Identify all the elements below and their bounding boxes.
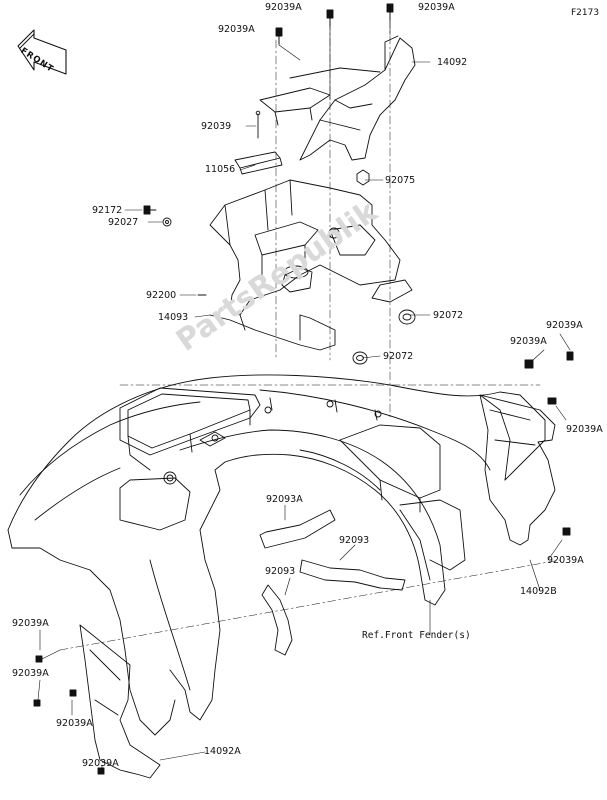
cover-14092b <box>479 351 574 546</box>
callout-92093-left: 92093 <box>265 566 296 577</box>
callout-92072-lower: 92072 <box>383 351 414 362</box>
front-arrow-icon <box>17 29 67 75</box>
front-fender-body <box>7 374 546 736</box>
callout-92039a-top-right: 92039A <box>418 2 455 13</box>
callout-92093a: 92093A <box>266 494 303 505</box>
figure-code: F2173 <box>571 8 600 18</box>
callout-14092: 14092 <box>437 57 468 68</box>
callout-11056: 11056 <box>205 164 236 175</box>
callout-92039a-top-mid: 92039A <box>265 2 302 13</box>
storage-box <box>119 387 261 471</box>
callout-ref-front-fender: Ref.Front Fender(s) <box>362 630 471 641</box>
hoses <box>259 509 406 656</box>
callout-92039a-left-1: 92039A <box>12 618 49 629</box>
inner-fender <box>119 424 466 721</box>
cover-14092 <box>259 35 416 161</box>
callout-92039a-right-low: 92039A <box>566 424 603 435</box>
center-lines <box>59 19 561 651</box>
leader-lines <box>37 11 571 773</box>
callout-92075: 92075 <box>385 175 416 186</box>
callout-92039a-right-bottom: 92039A <box>547 555 584 566</box>
callout-92039: 92039 <box>201 121 232 132</box>
callout-92027: 92027 <box>108 217 139 228</box>
callout-92039a-left-3: 92039A <box>56 718 93 729</box>
bracket-14093 <box>209 179 413 351</box>
callout-92039a-right-mid: 92039A <box>510 336 547 347</box>
callout-92093-right: 92093 <box>339 535 370 546</box>
callout-92200: 92200 <box>146 290 177 301</box>
callout-14092a: 14092A <box>204 746 241 757</box>
callout-92039a-top-left: 92039A <box>218 24 255 35</box>
callout-92172: 92172 <box>92 205 123 216</box>
small-parts <box>143 3 416 365</box>
callout-92039a-left-2: 92039A <box>12 668 49 679</box>
callout-14093: 14093 <box>158 312 189 323</box>
callout-92039a-bottom: 92039A <box>82 758 119 769</box>
cover-14092a <box>33 624 161 779</box>
callout-14092b: 14092B <box>520 586 557 597</box>
callout-92072-upper: 92072 <box>433 310 464 321</box>
callout-92039a-right-top: 92039A <box>546 320 583 331</box>
